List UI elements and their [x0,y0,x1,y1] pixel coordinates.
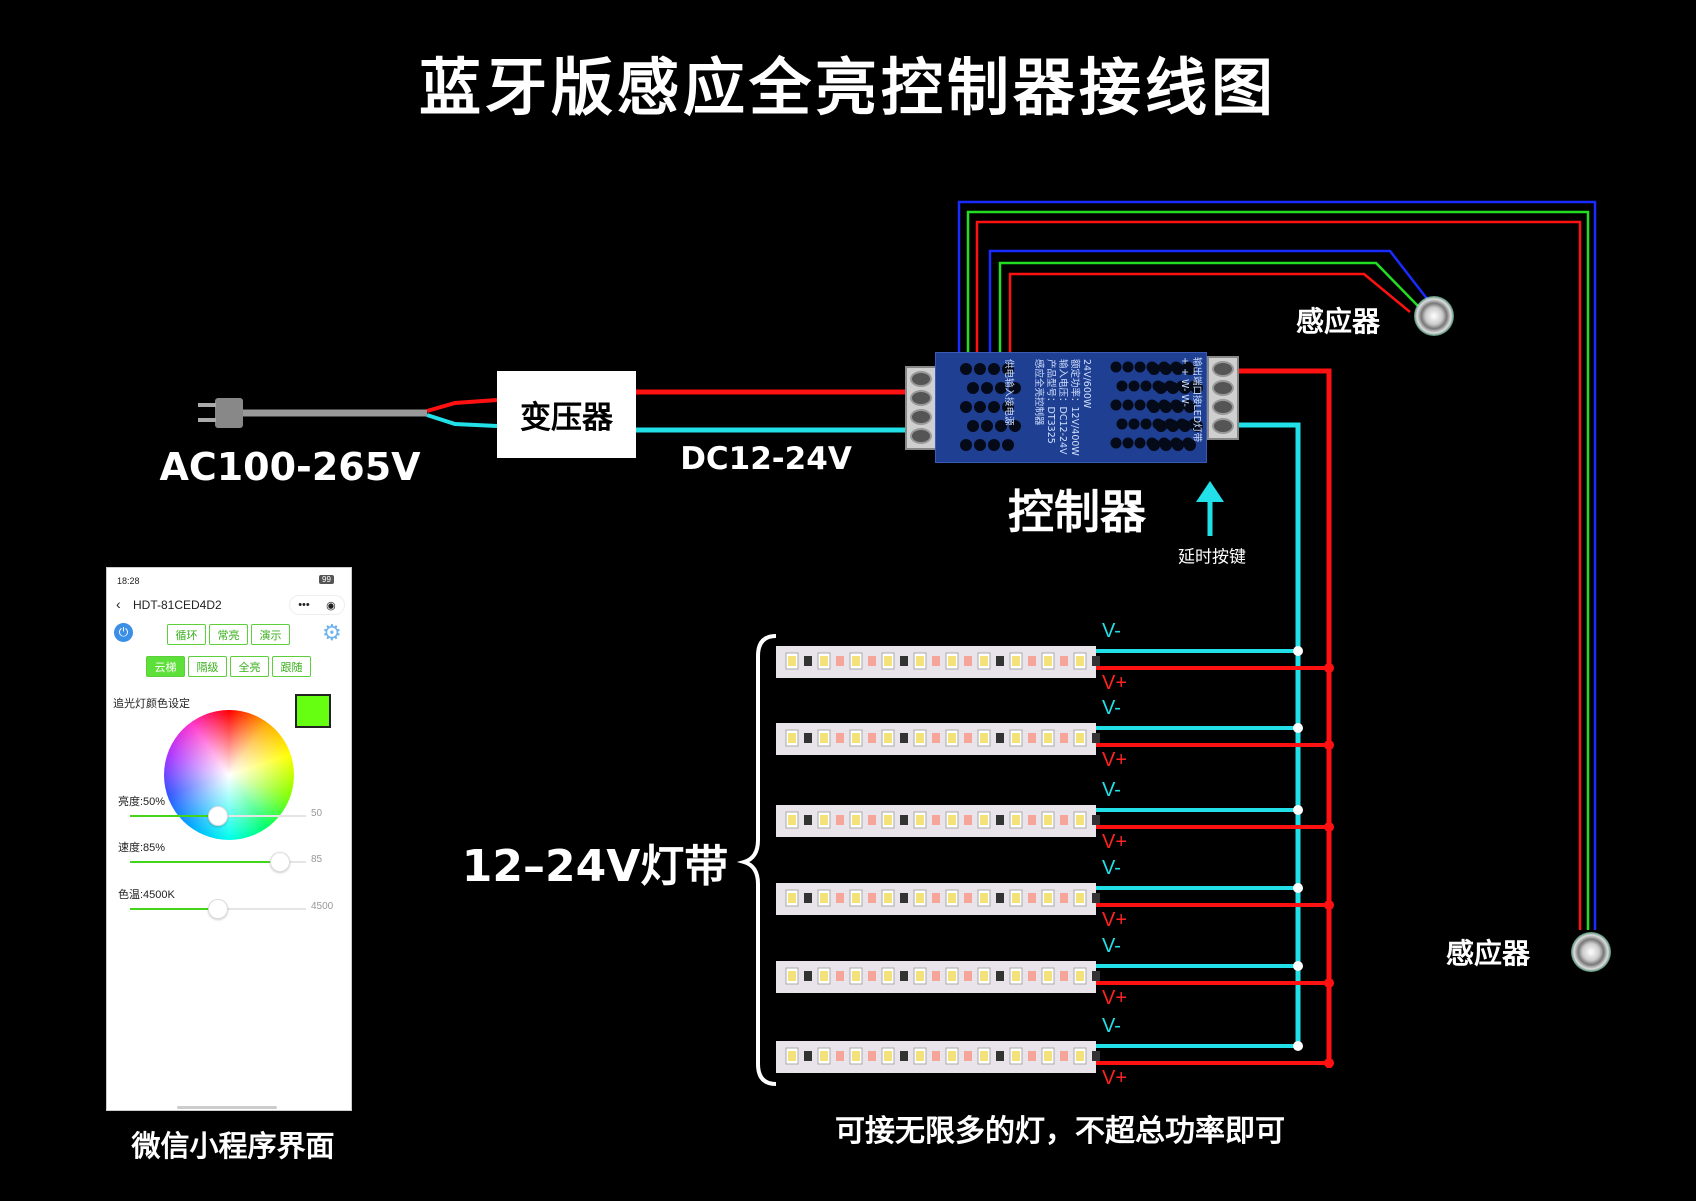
color-swatch[interactable] [295,694,331,728]
strip-negative-label: V- [1102,779,1121,801]
mode-button-cycle[interactable]: 循环 [167,624,206,645]
dc-output-label: DC12-24V [680,441,852,477]
sensor1-wire-red [1008,272,1411,352]
transformer-box: 变压器 [497,371,636,458]
input-terminal [905,366,937,450]
arrow-up-icon [1196,481,1224,536]
sensor-2 [1571,932,1611,972]
strip-negative-label: V- [1102,857,1121,879]
strip-positive-label: V+ [1102,909,1128,931]
strip-positive-label: V+ [1102,831,1128,853]
strip-positive-label: V+ [1102,672,1128,694]
sensor2-wire-green [966,210,1590,930]
junction-dot [1293,646,1303,656]
controller-output-terminals: + + W- W- [1179,357,1190,407]
junction-dot [1324,740,1334,750]
power-icon[interactable]: ⏻ [114,623,133,642]
mode-button-steady[interactable]: 常亮 [209,624,248,645]
slider-thumb[interactable] [208,806,228,826]
slider-value: 50 [311,808,323,819]
mode-button-alternate[interactable]: 隔级 [188,656,227,677]
slider-label: 亮度:50% [118,796,166,808]
brace-icon [736,634,777,1086]
controller-spec-line: 感应全亮控制器 [1033,359,1044,426]
plug-icon [198,398,243,428]
junction-dot [1324,663,1334,673]
transformer-label: 变压器 [520,400,613,436]
strip-negative-label: V- [1102,620,1121,642]
phone-caption: 微信小程序界面 [131,1129,335,1163]
close-miniprogram-icon[interactable]: ◉ [326,599,336,612]
strip-group-label: 12–24V灯带 [461,841,729,892]
sensor1-wire-green [998,261,1419,352]
led-strip [776,805,1334,837]
controller-label: 控制器 [1008,485,1146,539]
junction-dot [1293,805,1303,815]
slider[interactable] [130,806,306,826]
junction-dot [1324,900,1334,910]
slider-thumb[interactable] [269,852,290,872]
controller-spec-line: 24V/600W [1081,359,1092,409]
phone-screenshot: 18:28 99 ‹ HDT-81CED4D2 ••• ◉ ⏻ ⚙ 循环 常亮 演… [106,567,352,1111]
slider-label: 速度:85% [118,842,166,854]
strip-negative-label: V- [1102,935,1121,957]
strip-positive-label: V+ [1102,987,1128,1009]
ac-input-label: AC100-265V [159,445,421,489]
strip-negative-label: V- [1102,1015,1121,1037]
slider-value: 85 [311,854,323,865]
footer-note: 可接无限多的灯，不超总功率即可 [835,1114,1285,1149]
junction-dot [1293,883,1303,893]
slider-thumb[interactable] [208,899,228,919]
battery-indicator: 99 [319,575,334,584]
junction-dot [1293,723,1303,733]
junction-dot [1293,961,1303,971]
led-strip [776,961,1334,993]
mode-button-demo[interactable]: 演示 [251,624,290,645]
sensor-2-label: 感应器 [1445,937,1531,970]
mode-button-follow[interactable]: 跟随 [272,656,311,677]
led-strip [776,1041,1334,1073]
controller-input-label: 供电输入接电源 [1003,359,1014,426]
back-icon[interactable]: ‹ [116,596,121,612]
vent-holes [960,361,1203,451]
sensor1-wire-blue [988,249,1429,352]
color-setting-label: 追光灯颜色设定 [113,698,190,710]
controller-box: 供电输入接电源 24V/600W 额定功率：12V/400W 输入电压：DC12… [935,352,1207,463]
led-strip [776,883,1334,915]
home-indicator [177,1106,277,1109]
junction-dot [1324,978,1334,988]
junction-dot [1324,822,1334,832]
slider-value: 4500 [311,901,334,912]
strip-negative-label: V- [1102,697,1121,719]
slider[interactable] [130,852,306,872]
output-terminal [1207,356,1239,440]
mode-button-ladder[interactable]: 云梯 [146,656,185,677]
mode-button-full[interactable]: 全亮 [230,656,269,677]
sensor-1 [1414,296,1454,336]
sensor2-wire-blue [957,200,1597,930]
color-wheel[interactable] [164,710,294,840]
strip-positive-label: V+ [1102,749,1128,771]
slider[interactable] [130,899,306,919]
junction-dot [1324,1058,1334,1068]
delay-button-label: 延时按键 [1178,547,1246,568]
page-title: 蓝牙版感应全亮控制器接线图 [418,51,1278,124]
more-icon[interactable]: ••• [298,599,310,611]
output-positive-trunk [1239,368,1332,1068]
controller-output-label: 输出端口接LED灯带 [1191,357,1202,443]
status-time: 18:28 [117,576,140,586]
device-name: HDT-81CED4D2 [133,598,222,612]
sensor2-wire-red [975,220,1582,930]
junction-dot [1293,1041,1303,1051]
slider-label: 色温:4500K [118,889,175,901]
controller-spec-line: 输入电压：DC12-24V [1057,359,1068,455]
controller-spec-line: 额定功率：12V/400W [1069,359,1080,456]
led-strip [776,646,1334,678]
sensor-1-label: 感应器 [1295,305,1381,338]
gear-icon[interactable]: ⚙ [322,620,342,645]
output-negative-trunk [1239,422,1301,1050]
led-strip [776,723,1334,755]
controller-spec-line: 产品型号：DT3325 [1045,359,1056,444]
strip-positive-label: V+ [1102,1067,1128,1089]
